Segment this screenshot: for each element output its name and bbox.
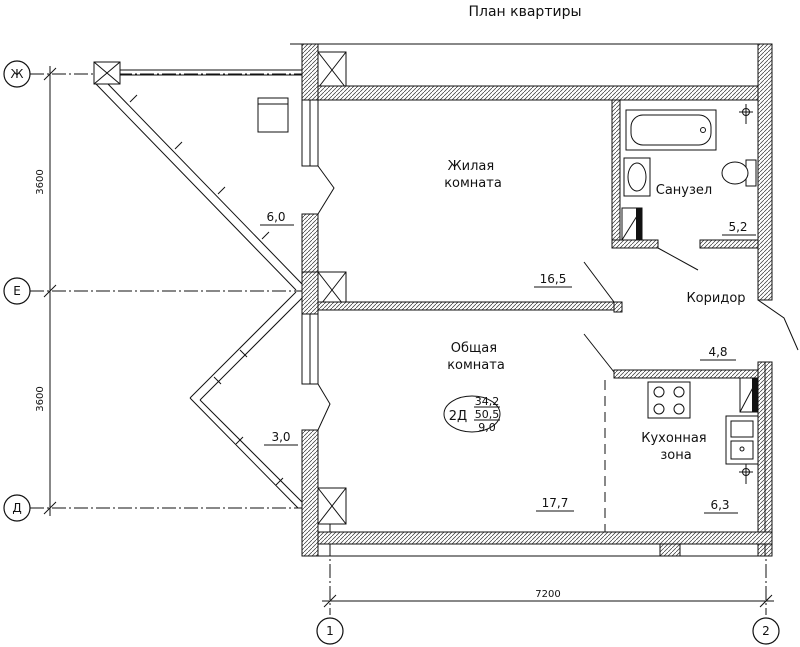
axis-lines <box>30 73 767 615</box>
axis-label-e: Е <box>13 284 21 298</box>
room-name-living-1-text: Жилая <box>448 159 495 174</box>
axis-label-1: 1 <box>326 624 334 638</box>
area-corridor: 4,8 <box>708 345 727 359</box>
area-common-room: 17,7 <box>542 496 569 510</box>
washbasin <box>623 157 651 197</box>
riser-symbol-kitchen <box>739 464 753 484</box>
area-bathroom: 5,2 <box>728 220 747 234</box>
water-heater <box>621 207 643 241</box>
apartment-kitchen-area: 9,0 <box>478 421 496 434</box>
room-name-living-1-text-line-2: комната <box>444 176 502 191</box>
kitchen-sink <box>725 415 759 465</box>
stove <box>647 381 691 419</box>
top-wall <box>290 43 760 101</box>
apartment-mark: 2Д 34,2 50,5 9,0 <box>443 395 501 434</box>
dimension-lower-span: 3600 <box>35 386 46 411</box>
axis-bubble-zh: Ж <box>3 60 31 88</box>
apartment-code: 2Д <box>449 409 467 424</box>
room-name-corridor: Коридор <box>686 291 745 306</box>
axis-label-2: 2 <box>762 624 770 638</box>
bathtub <box>625 109 717 151</box>
area-balcony-top: 6,0 <box>266 210 285 224</box>
room-name-kitchen: Кухонная зона <box>641 431 711 463</box>
room-name-living-2-text-line-2: комната <box>447 358 505 373</box>
vertical-dimension <box>43 66 57 516</box>
balcony-outline <box>93 61 306 509</box>
riser-symbol-bath <box>739 104 753 124</box>
horizontal-dimension <box>322 594 774 608</box>
room-name-kitchen-text: Кухонная <box>641 431 706 446</box>
area-balcony-bottom: 3,0 <box>271 430 290 444</box>
axis-label-zh: Ж <box>11 67 24 81</box>
left-exterior-wall <box>301 43 347 557</box>
axis-label-d: Д <box>12 501 21 515</box>
area-kitchen: 6,3 <box>710 498 729 512</box>
dimension-width: 7200 <box>535 589 560 600</box>
room-name-kitchen-text-line-2: зона <box>660 448 691 463</box>
dimension-upper-span: 3600 <box>35 169 46 194</box>
axis-bubble-1: 1 <box>316 617 344 645</box>
right-exterior-wall <box>757 43 799 557</box>
axis-bubble-2: 2 <box>752 617 780 645</box>
room-name-living-1: Жилая комната <box>444 159 502 191</box>
plan-title: План квартиры <box>468 4 581 20</box>
toilet <box>721 159 757 187</box>
bottom-wall <box>302 531 773 557</box>
axis-bubble-e: Е <box>3 277 31 305</box>
room-name-living-2-text: Общая <box>451 341 497 356</box>
room-name-bathroom: Санузел <box>656 183 712 198</box>
apartment-total-area: 50,5 <box>475 408 500 421</box>
partition-walls <box>317 99 759 532</box>
apartment-living-area: 34,2 <box>475 395 500 408</box>
axis-bubble-d: Д <box>3 494 31 522</box>
room-name-living-2: Общая комната <box>447 341 505 373</box>
kitchen-cabinet <box>739 377 759 413</box>
area-living-room: 16,5 <box>540 272 567 286</box>
